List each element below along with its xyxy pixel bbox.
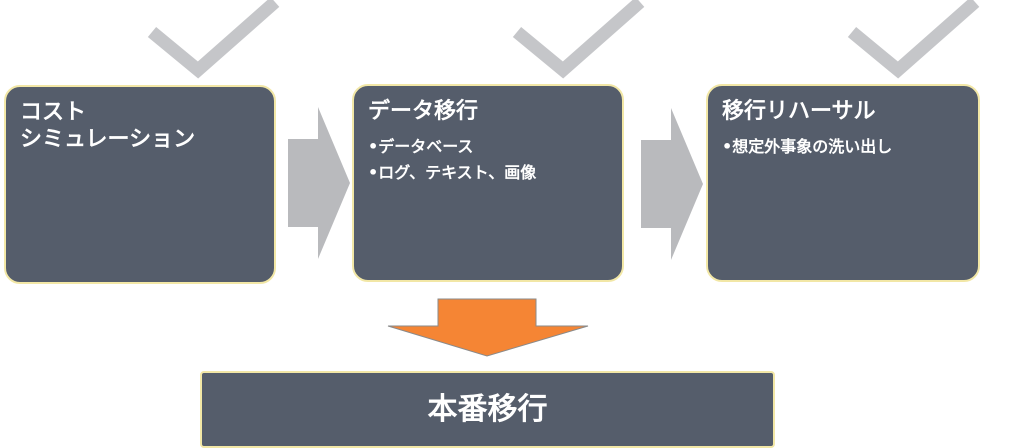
step-title: コスト シミュレーション <box>20 99 195 153</box>
down-arrow-icon <box>387 298 589 357</box>
final-step-production-migration: 本番移行 <box>200 371 775 448</box>
step-title: 移行リハーサル <box>722 99 876 124</box>
checkmark-icon <box>147 0 280 79</box>
right-arrow-icon <box>288 107 350 259</box>
step-bullet: •想定外事象の洗い出し <box>722 137 893 156</box>
step-bullet: •ログ、テキスト、画像 <box>368 163 537 182</box>
step-title: データ移行 <box>368 99 479 124</box>
step-bullet-list: •データベース •ログ、テキスト、画像 <box>368 134 536 186</box>
step-bullet: •データベース <box>368 137 474 156</box>
checkmark-icon <box>847 0 980 79</box>
checkmark-icon <box>512 0 645 79</box>
step-box-cost-simulation: コスト シミュレーション <box>4 85 276 284</box>
step-title-line: コスト <box>20 100 87 125</box>
step-box-data-migration: データ移行 •データベース •ログ、テキスト、画像 <box>352 84 624 282</box>
step-title-line: シミュレーション <box>20 127 196 152</box>
step-bullet-list: •想定外事象の洗い出し <box>722 134 892 160</box>
step-box-migration-rehearsal: 移行リハーサル •想定外事象の洗い出し <box>706 84 980 282</box>
right-arrow-icon <box>641 108 703 260</box>
